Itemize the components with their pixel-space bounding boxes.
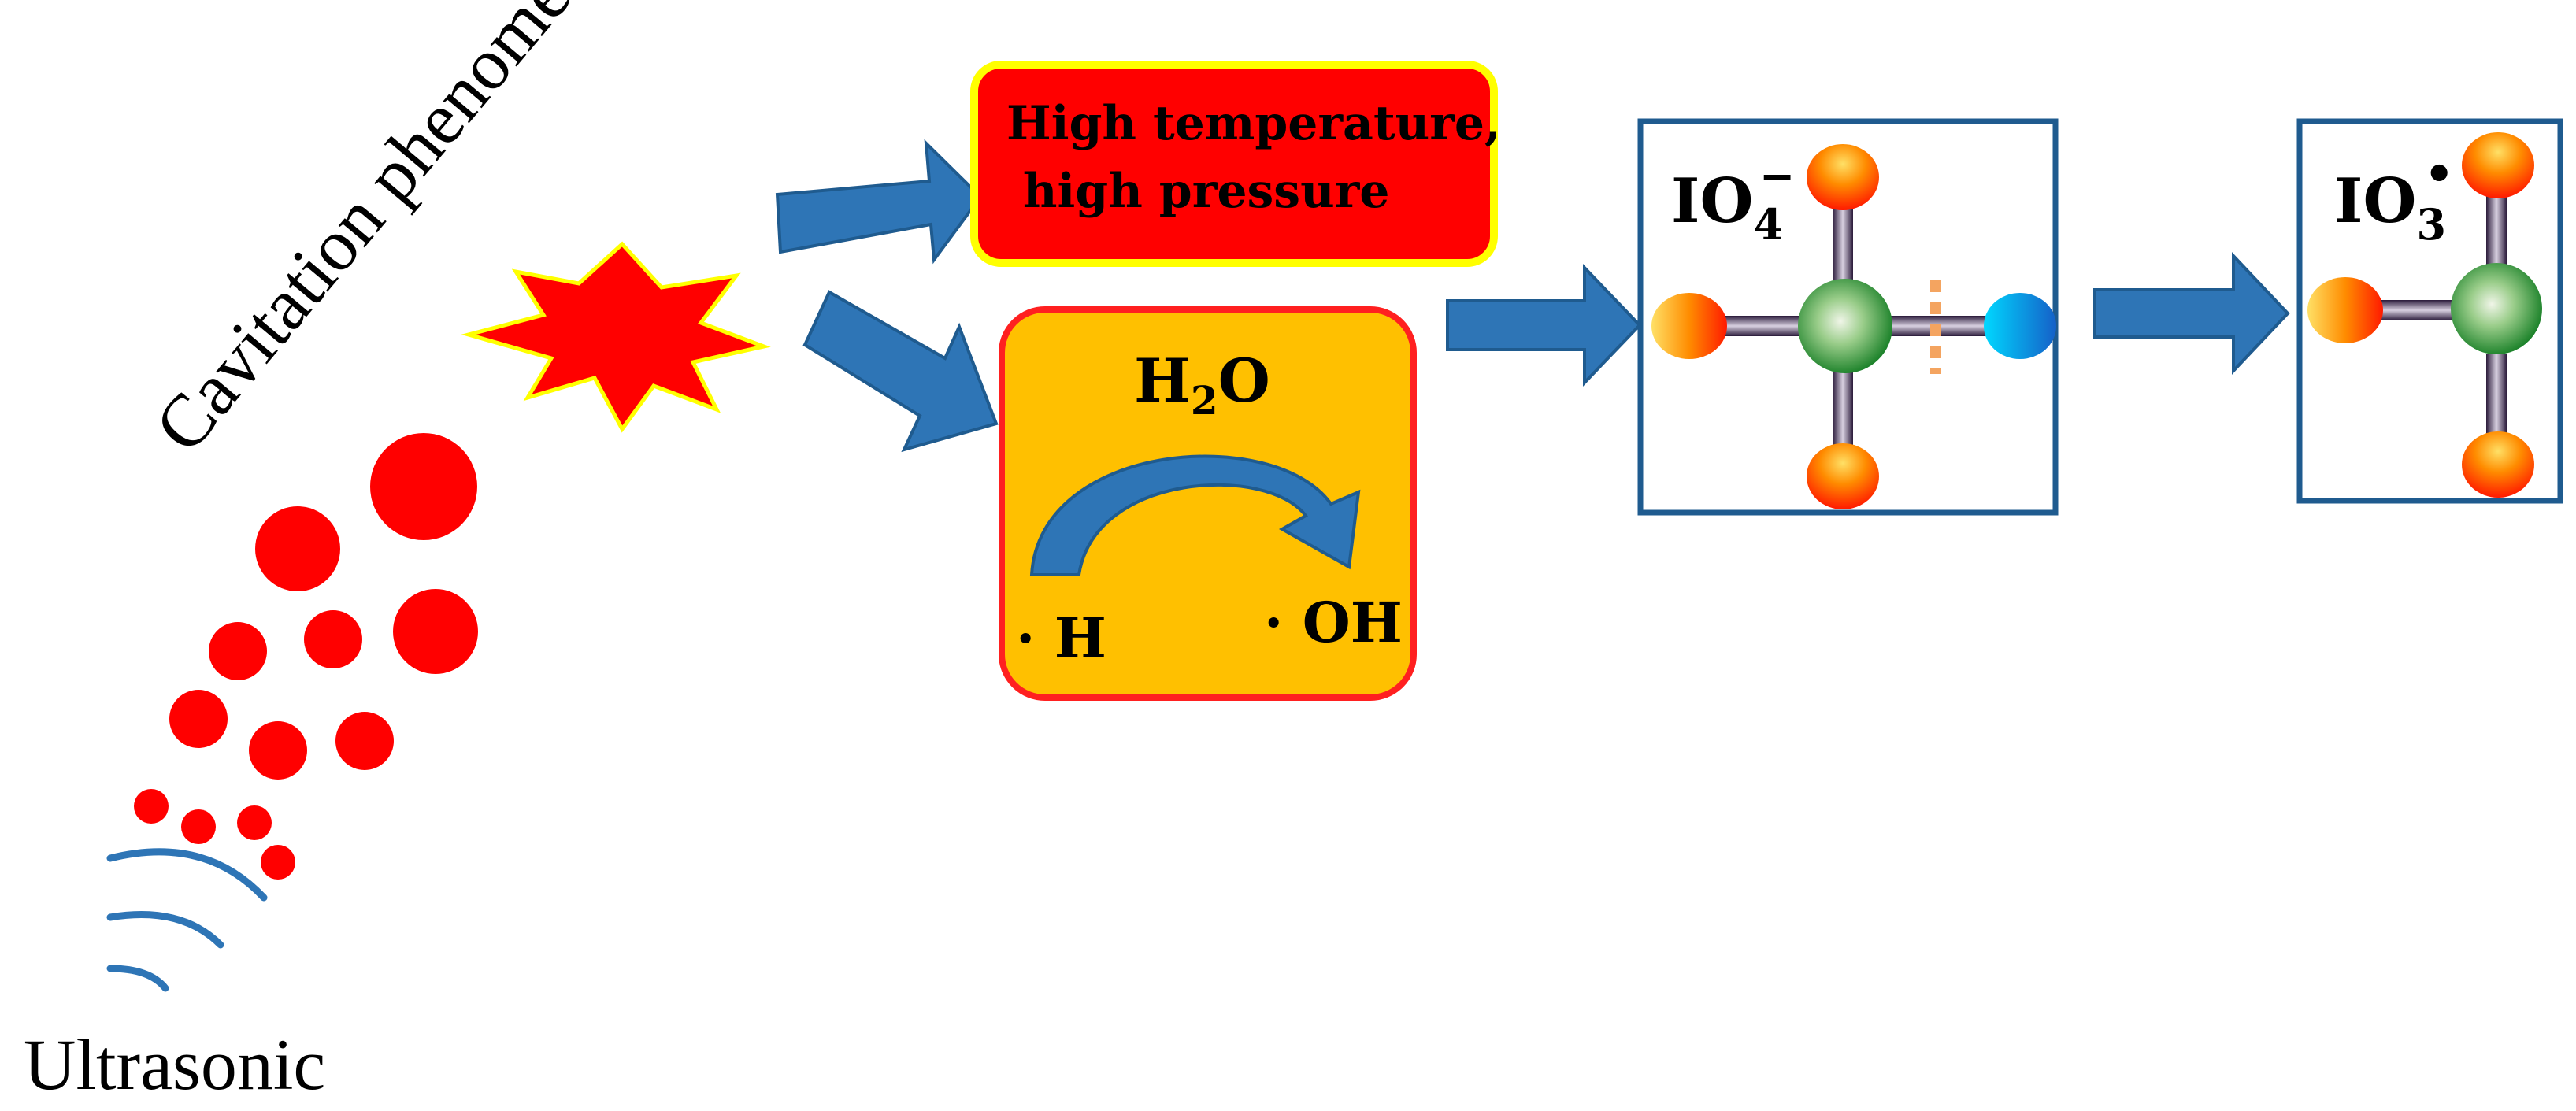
iodate-molecule-icon xyxy=(2307,132,2542,498)
iodine-atom xyxy=(1798,279,1892,373)
bubble xyxy=(181,809,216,844)
water-o: O xyxy=(1218,346,1270,416)
arrow-to-water xyxy=(802,290,999,453)
periodate-formula: IO4− xyxy=(1671,150,1795,250)
bubble xyxy=(169,690,228,748)
water-formula: H2O xyxy=(1134,346,1270,424)
ultrasonic-label: Ultrasonic xyxy=(24,1024,325,1105)
oh-radical-label: · OH xyxy=(1264,590,1403,655)
leaving-oxygen-atom xyxy=(1984,293,2056,359)
periodate-subscript: 4 xyxy=(1753,199,1783,250)
iodine-atom xyxy=(2451,263,2542,354)
thermal-line-1: High temperature, xyxy=(1006,96,1501,151)
bubble xyxy=(255,506,340,591)
iodate-formula: IO3• xyxy=(2334,147,2454,250)
bubble xyxy=(304,610,362,668)
arrow-to-thermal xyxy=(775,139,983,265)
arrow-to-periodate xyxy=(1446,264,1642,387)
oxygen-atom xyxy=(1807,443,1879,509)
water-dissociation-box xyxy=(999,306,1417,701)
cavitation-label: Cavitation phenomena xyxy=(139,0,631,467)
cavitation-bubbles xyxy=(134,433,478,880)
h-radical-label: · H xyxy=(1016,605,1106,671)
bubble xyxy=(134,789,169,824)
bubble xyxy=(209,622,267,680)
oxygen-atom xyxy=(1807,144,1879,210)
water-h: H xyxy=(1134,346,1191,416)
periodate-molecule-icon xyxy=(1651,144,2056,509)
bubble xyxy=(249,721,307,780)
arrow-to-iodate xyxy=(2093,251,2290,376)
thermal-line-2: high pressure xyxy=(1006,164,1389,219)
oxygen-atom xyxy=(2307,277,2383,343)
water-subscript: 2 xyxy=(1191,377,1218,424)
periodate-charge: − xyxy=(1759,150,1795,201)
bubble xyxy=(370,433,477,540)
bubble xyxy=(237,805,272,840)
oxygen-atom xyxy=(1651,293,1727,359)
bubble xyxy=(393,589,478,674)
periodate-io: IO xyxy=(1671,165,1753,237)
iodate-radical-dot: • xyxy=(2424,147,2454,202)
ultrasonic-waves-icon xyxy=(106,848,268,992)
oxygen-atom xyxy=(2462,132,2534,198)
bubble xyxy=(335,712,394,770)
iodate-io: IO xyxy=(2334,165,2416,237)
bubble xyxy=(261,845,295,880)
thermal-conditions-box xyxy=(970,61,1498,267)
oxygen-atom xyxy=(2462,431,2534,498)
curved-split-arrow-icon xyxy=(1029,454,1361,576)
explosion-burst-icon xyxy=(461,241,771,433)
iodate-subscript: 3 xyxy=(2416,199,2446,250)
